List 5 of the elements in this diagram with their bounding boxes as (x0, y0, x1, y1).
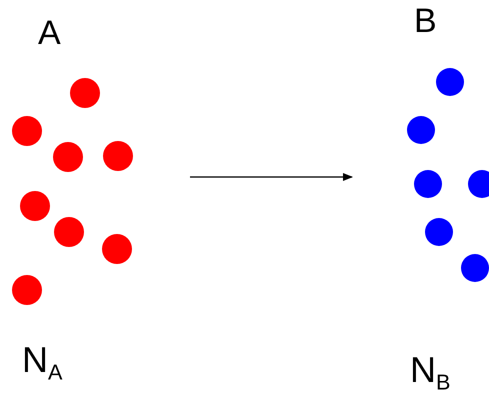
group-label: B (414, 4, 437, 38)
count-label: N$_{A}$ (22, 342, 62, 384)
count-label: N$_{B}$ (410, 352, 450, 394)
arrow (190, 173, 353, 181)
group-label: A (38, 16, 61, 50)
